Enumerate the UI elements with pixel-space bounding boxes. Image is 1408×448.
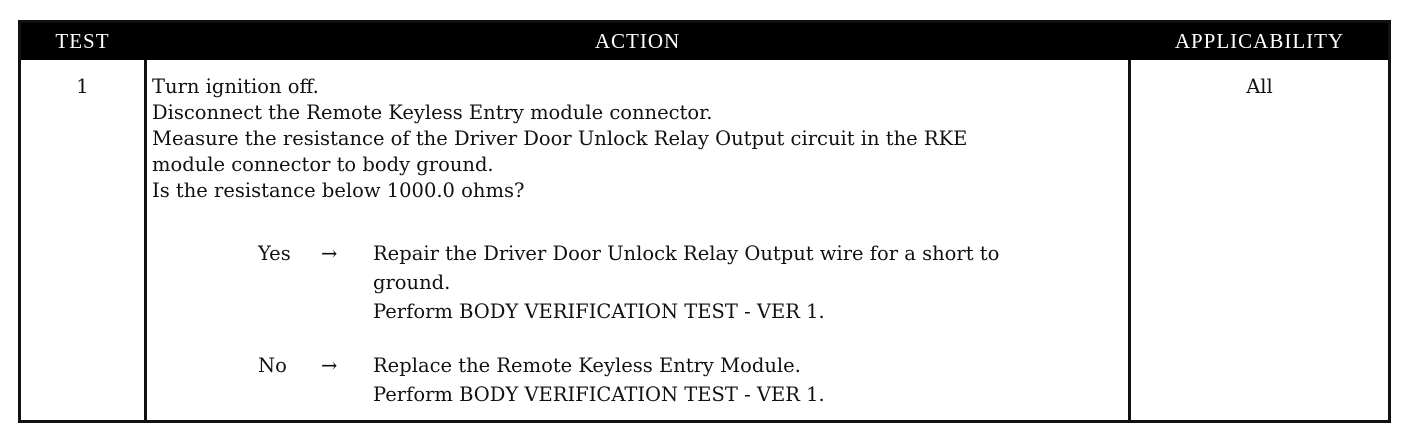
test-number: 1 bbox=[76, 75, 89, 98]
branch-no-label: No bbox=[258, 354, 287, 377]
action-step: Turn ignition off. bbox=[152, 75, 319, 98]
header-action: ACTION bbox=[594, 29, 681, 53]
column-divider-left bbox=[144, 60, 147, 420]
right-arrow-icon: → bbox=[321, 354, 338, 377]
header-applicability: APPLICABILITY bbox=[1174, 29, 1345, 53]
branch-yes-result: Repair the Driver Door Unlock Relay Outp… bbox=[373, 241, 999, 328]
applicability-value: All bbox=[1246, 75, 1273, 98]
result-line: Replace the Remote Keyless Entry Module. bbox=[373, 354, 801, 377]
action-step: module connector to body ground. bbox=[152, 153, 494, 176]
header-test: TEST bbox=[55, 29, 110, 53]
right-arrow-icon: → bbox=[321, 242, 338, 265]
result-line: ground. bbox=[373, 271, 451, 294]
diagnostic-test-table: TEST ACTION APPLICABILITY 1 Turn ignitio… bbox=[18, 20, 1391, 423]
column-divider-right bbox=[1128, 60, 1131, 420]
result-line: Perform BODY VERIFICATION TEST - VER 1. bbox=[373, 300, 825, 323]
branch-yes-label: Yes bbox=[258, 242, 291, 265]
branch-no-result: Replace the Remote Keyless Entry Module.… bbox=[373, 353, 825, 411]
action-step: Disconnect the Remote Keyless Entry modu… bbox=[152, 101, 713, 124]
action-step: Measure the resistance of the Driver Doo… bbox=[152, 127, 968, 150]
result-line: Repair the Driver Door Unlock Relay Outp… bbox=[373, 242, 1000, 265]
result-line: Perform BODY VERIFICATION TEST - VER 1. bbox=[373, 383, 825, 406]
action-steps: Turn ignition off. Disconnect the Remote… bbox=[152, 74, 967, 204]
table-header: TEST ACTION APPLICABILITY bbox=[21, 23, 1388, 60]
action-step: Is the resistance below 1000.0 ohms? bbox=[152, 179, 525, 202]
